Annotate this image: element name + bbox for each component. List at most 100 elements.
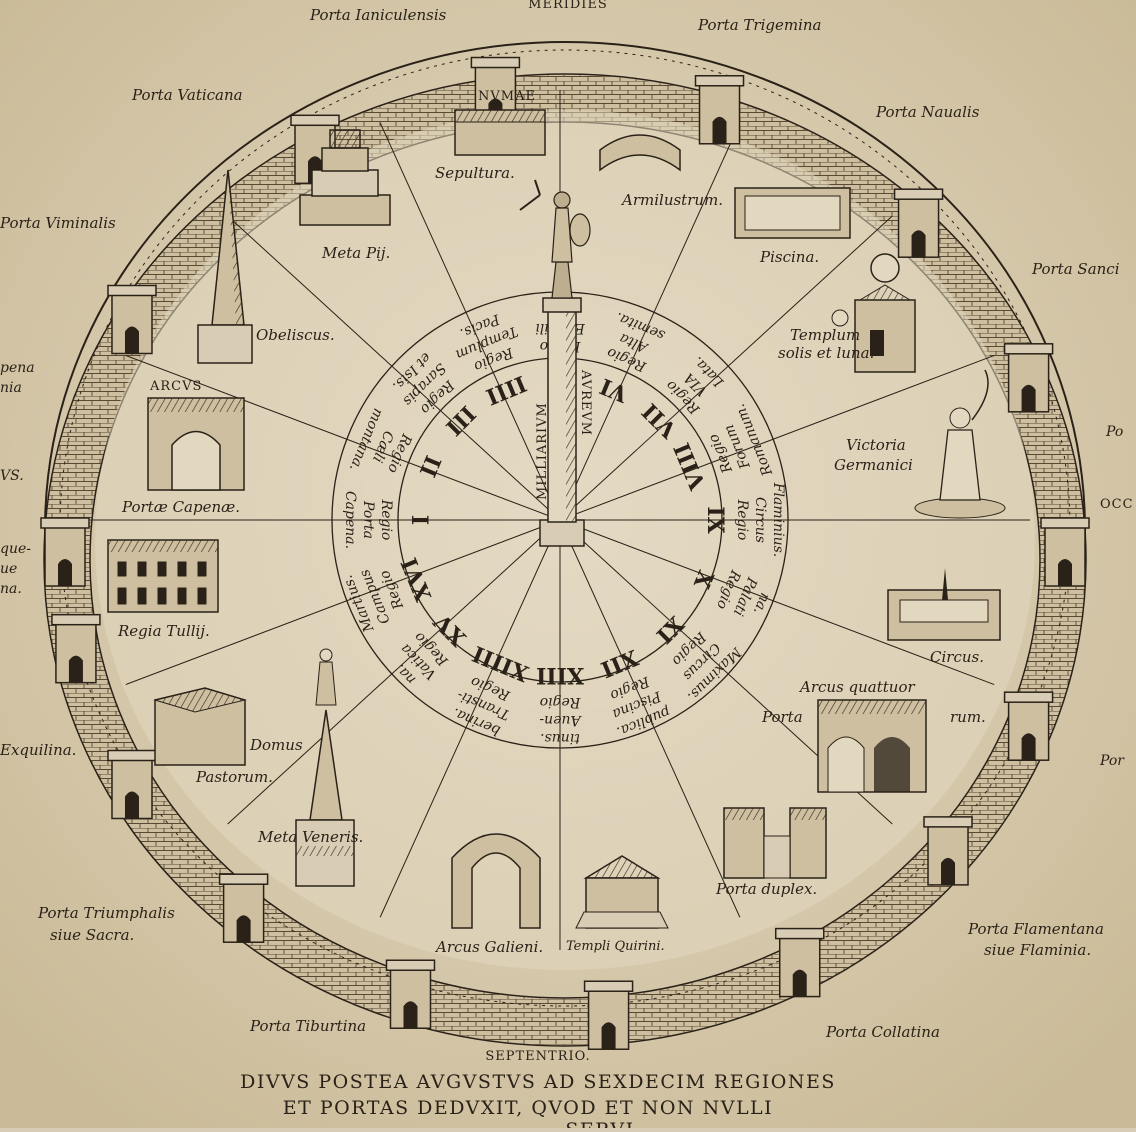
footer-line-1: DIVVS POSTEA AVGVSTVS AD SEXDECIM REGION… (240, 1071, 836, 1093)
gate-label-flamentana-1: Porta Flamentana (967, 920, 1104, 938)
circus: Circus. (887, 568, 1001, 666)
label-templum-2: solis et luna. (778, 344, 874, 362)
edge-clip-left-2: nia (0, 380, 22, 396)
region-name-line: tinus. (540, 730, 580, 746)
region-dividers (90, 90, 1030, 950)
label-pastorum: Pastorum. (195, 768, 273, 786)
region-number: XIII (536, 662, 584, 688)
gate-tower (40, 517, 90, 587)
region-name-line: Regio (734, 499, 750, 541)
gate-tower (51, 613, 101, 684)
edge-clip-right-2: OCC (1100, 497, 1134, 512)
region-name-line: Circus (752, 497, 768, 543)
label-regia-tullii: Regia Tullij. (117, 622, 210, 640)
region-divider-line (559, 354, 995, 521)
gate-label-triumphalis-1: Porta Triumphalis (37, 904, 175, 922)
region-divider-line (379, 122, 561, 521)
gate-tower (385, 959, 436, 1029)
obeliscus: Obeliscus. (197, 169, 335, 364)
region-number: I (406, 515, 432, 525)
gate-tower (1040, 517, 1090, 587)
victoria-germanici: Victoria Germanici (834, 369, 1006, 519)
gate-label-trigemina: Porta Trigemina (697, 16, 822, 34)
gate-tower (218, 873, 269, 943)
label-arcus-galieni: Arcus Galieni. (434, 938, 543, 956)
arcus-portae-capenae: ARCVS Portæ Capenæ. (121, 379, 245, 516)
gate-label-viminalis: Porta Viminalis (0, 214, 116, 232)
gate-tower (1003, 691, 1054, 761)
label-sepultura: Sepultura. (435, 164, 515, 182)
porta-duplex: Porta duplex. (715, 807, 827, 898)
label-numae: NVMAE (478, 89, 536, 104)
gate-label-tiburtina: Porta Tiburtina (249, 1017, 366, 1035)
label-rum: rum. (950, 708, 986, 726)
region-name-line: Capena. (342, 491, 358, 549)
gate-tower (694, 75, 745, 145)
edge-clip-left-1: pena (0, 360, 35, 376)
arcus-quattuor: Arcus quattuor Porta rum. (761, 678, 986, 793)
region-name-line: Porta (360, 500, 376, 539)
gate-label-flamentana-2: siue Flaminia. (984, 941, 1091, 959)
sepultura-numae: NVMAE Sepultura. (435, 89, 546, 182)
region-name-line: Flaminius. (770, 482, 786, 557)
gate-label-sanci: Porta Sanci (1031, 260, 1120, 278)
label-porta: Porta (761, 708, 803, 726)
region-divider-line (227, 519, 561, 825)
region-number: IX (702, 506, 728, 534)
footer-line-2: ET PORTAS DEDVXIT, QVOD ET NON NVLLI (283, 1097, 773, 1119)
gate-tower (774, 927, 825, 998)
label-portae-capenae: Portæ Capenæ. (121, 498, 240, 516)
footer-line-3: SERVI (565, 1119, 634, 1128)
label-porta-duplex: Porta duplex. (715, 880, 817, 898)
region-divider-line (559, 122, 741, 521)
gate-towers (40, 56, 1090, 1050)
gate-label-collatina: Porta Collatina (825, 1023, 940, 1041)
armilustrum: Armilustrum. (599, 134, 723, 209)
edge-clip-left-3: VS. (0, 468, 24, 484)
edge-clip-right-3: Por (1099, 753, 1125, 769)
piscina: Piscina. (734, 187, 851, 266)
column-text-left: MILLIARIVM (535, 402, 550, 500)
label-arcus-quattuor: Arcus quattuor (798, 678, 915, 696)
milliarium-aureum-column: MILLIARIVM AVREVM (519, 179, 593, 547)
label-armilustrum: Armilustrum. (620, 191, 723, 209)
label-meta-pii: Meta Pij. (321, 244, 390, 262)
region-name-line: Regio (540, 694, 582, 710)
gate-tower (107, 749, 157, 820)
label-victoria-2: Germanici (834, 456, 913, 474)
gate-tower (923, 816, 973, 886)
gate-tower (107, 284, 157, 355)
region-divider-line (125, 354, 561, 521)
edge-clip-left-4: que- (0, 541, 31, 557)
gate-label-triumphalis-2: siue Sacra. (50, 926, 134, 944)
arcus-galieni: Arcus Galieni. (434, 833, 543, 956)
column-text-right: AVREVM (578, 369, 593, 436)
edge-clip-left-6: na. (0, 581, 22, 597)
region-divider-line (125, 519, 561, 686)
regia-tullii: Regia Tullij. (107, 539, 219, 640)
label-meta-veneris: Meta Veneris. (257, 828, 363, 846)
gate-tower (583, 980, 634, 1050)
domus-pastorum: Domus Pastorum. (153, 687, 303, 786)
gate-label-vaticana: Porta Vaticana (131, 86, 243, 104)
edge-clip-left-5: ue (0, 561, 17, 577)
templum-solis-lunae: Templum solis et luna. (778, 253, 916, 373)
region-divider-line (559, 519, 995, 686)
gate-tower (893, 188, 944, 258)
label-piscina: Piscina. (759, 248, 819, 266)
templi-quirini: Templi Quirini. (566, 855, 669, 954)
region-divider-line (379, 519, 561, 918)
region-name-line: Regio (378, 499, 394, 541)
label-victoria-1: Victoria (846, 436, 906, 454)
top-clip-title: MERIDIES (528, 0, 608, 12)
label-templum-1: Templum (790, 326, 860, 344)
region-divider-line (227, 215, 561, 521)
edge-clip-right-1: Po (1105, 424, 1123, 440)
region-divider-line (559, 215, 893, 521)
region-divider-line (559, 519, 741, 918)
meta-veneris: Meta Veneris. (257, 648, 363, 887)
label-obeliscus: Obeliscus. (256, 326, 335, 344)
footer-septentrio: SEPTENTRIO. (485, 1049, 590, 1064)
